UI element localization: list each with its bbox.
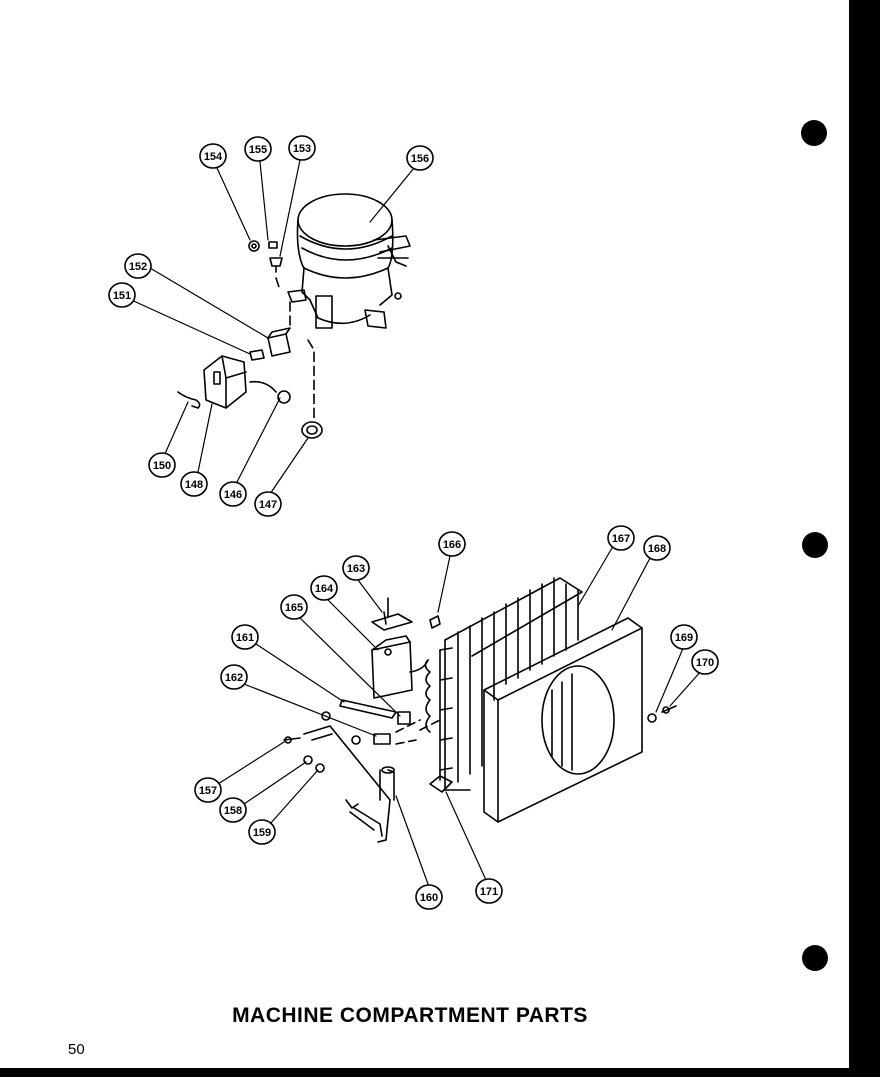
callout-153: 153 xyxy=(288,135,316,161)
compressor-part xyxy=(287,193,411,329)
svg-text:167: 167 xyxy=(612,533,630,545)
callout-159: 159 xyxy=(248,819,276,845)
callout-169: 169 xyxy=(670,624,698,650)
grommet-part xyxy=(248,240,260,252)
page-number: 50 xyxy=(68,1041,85,1058)
callout-146: 146 xyxy=(219,481,247,507)
svg-text:163: 163 xyxy=(347,563,365,575)
svg-text:170: 170 xyxy=(696,657,714,669)
svg-text:154: 154 xyxy=(204,151,223,163)
svg-text:146: 146 xyxy=(224,489,242,501)
callout-166: 166 xyxy=(438,531,466,557)
page-border-right xyxy=(849,0,880,1077)
svg-text:150: 150 xyxy=(153,460,171,472)
svg-text:159: 159 xyxy=(253,827,271,839)
svg-text:152: 152 xyxy=(129,261,147,273)
callouts: 154 155 153 156 152 151 150 148 146 147 … xyxy=(108,135,719,910)
callout-162: 162 xyxy=(220,664,248,690)
svg-text:153: 153 xyxy=(293,143,311,155)
svg-text:162: 162 xyxy=(225,672,243,684)
binder-hole-icon xyxy=(801,120,827,146)
page-title: MACHINE COMPARTMENT PARTS xyxy=(232,1004,588,1027)
callout-164: 164 xyxy=(310,575,338,601)
callout-157: 157 xyxy=(194,777,222,803)
callout-148: 148 xyxy=(180,471,208,497)
fan-shroud-part xyxy=(483,617,643,823)
page-border-bottom xyxy=(0,1068,880,1077)
binder-hole-icon xyxy=(802,945,828,971)
callout-163: 163 xyxy=(342,555,370,581)
callout-155: 155 xyxy=(244,136,272,162)
svg-text:168: 168 xyxy=(648,543,666,555)
callout-151: 151 xyxy=(108,282,136,308)
svg-text:171: 171 xyxy=(480,886,498,898)
callout-171: 171 xyxy=(475,878,503,904)
callout-154: 154 xyxy=(199,143,227,169)
callout-147: 147 xyxy=(254,491,282,517)
svg-text:155: 155 xyxy=(249,144,267,156)
screw-part xyxy=(268,241,278,249)
callout-152: 152 xyxy=(124,253,152,279)
svg-text:147: 147 xyxy=(259,499,277,511)
callout-156: 156 xyxy=(406,145,434,171)
svg-text:165: 165 xyxy=(285,602,303,614)
callout-160: 160 xyxy=(415,884,443,910)
svg-text:158: 158 xyxy=(224,805,242,817)
condenser-coil-part xyxy=(439,577,583,791)
svg-text:148: 148 xyxy=(185,479,203,491)
binder-hole-icon xyxy=(802,532,828,558)
svg-text:161: 161 xyxy=(236,632,254,644)
svg-text:156: 156 xyxy=(411,153,429,165)
svg-text:151: 151 xyxy=(113,290,131,302)
svg-text:169: 169 xyxy=(675,632,693,644)
callout-150: 150 xyxy=(148,452,176,478)
callout-170: 170 xyxy=(691,649,719,675)
svg-text:157: 157 xyxy=(199,785,217,797)
callout-165: 165 xyxy=(280,594,308,620)
callout-167: 167 xyxy=(607,525,635,551)
svg-text:166: 166 xyxy=(443,539,461,551)
svg-text:160: 160 xyxy=(420,892,438,904)
callout-158: 158 xyxy=(219,797,247,823)
callout-161: 161 xyxy=(231,624,259,650)
callout-168: 168 xyxy=(643,535,671,561)
svg-text:164: 164 xyxy=(315,583,334,595)
